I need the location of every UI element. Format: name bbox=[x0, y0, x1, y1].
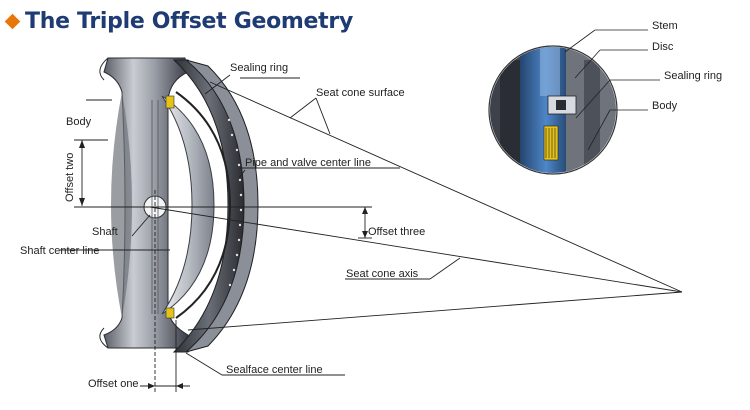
label-offset-three: Offset three bbox=[368, 226, 426, 238]
label-shaft: Shaft bbox=[92, 226, 118, 238]
label-pipe-valve-center-line: Pipe and valve center line bbox=[245, 157, 371, 169]
label-body: Body bbox=[66, 116, 92, 128]
label-offset-one: Offset one bbox=[88, 378, 139, 390]
construction-lines bbox=[60, 74, 683, 392]
valve-flange bbox=[172, 59, 259, 353]
dimension-arrows bbox=[79, 140, 368, 389]
label-sealface-center-line: Sealface center line bbox=[226, 364, 323, 376]
inset-label-body: Body bbox=[652, 100, 678, 112]
inset-label-stem: Stem bbox=[652, 20, 678, 32]
label-seat-cone-axis: Seat cone axis bbox=[346, 268, 419, 280]
label-shaft-center-line: Shaft center line bbox=[20, 245, 100, 257]
label-sealing-ring: Sealing ring bbox=[230, 62, 289, 74]
valve-disc bbox=[161, 91, 232, 319]
page-title: The Triple Offset Geometry bbox=[25, 8, 353, 34]
title-row: The Triple Offset Geometry bbox=[4, 6, 353, 36]
inset-detail bbox=[488, 29, 660, 175]
inset-label-sealing-ring: Sealing ring bbox=[664, 70, 723, 82]
label-seat-cone-surface: Seat cone surface bbox=[316, 87, 405, 99]
inset-label-disc: Disc bbox=[652, 41, 674, 53]
label-offset-two: Offset two bbox=[64, 152, 76, 202]
